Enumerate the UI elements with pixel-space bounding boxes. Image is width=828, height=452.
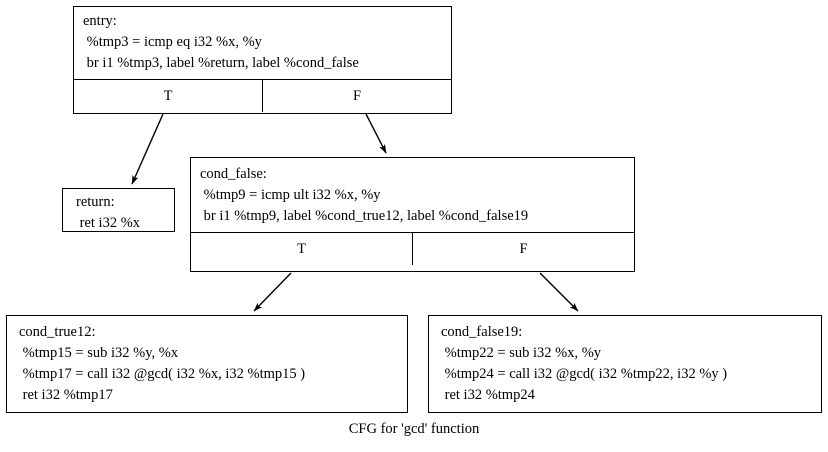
node-entry-line-1: %tmp3 = icmp eq i32 %x, %y <box>83 34 262 50</box>
node-cond-false-line-1: %tmp9 = icmp ult i32 %x, %y <box>200 187 381 203</box>
node-cond-false-branch-true[interactable]: T <box>191 233 413 265</box>
node-cond-true12[interactable]: cond_true12: %tmp15 = sub i32 %y, %x %tm… <box>6 315 408 413</box>
node-return[interactable]: return: ret i32 %x <box>62 188 175 232</box>
node-cond-false19-line-0: cond_false19: <box>441 324 523 340</box>
node-cond-false19[interactable]: cond_false19: %tmp22 = sub i32 %x, %y %t… <box>428 315 822 413</box>
node-cond-true12-line-1: %tmp15 = sub i32 %y, %x <box>19 345 179 361</box>
node-cond-false-line-0: cond_false: <box>200 166 267 182</box>
node-cond-false-branch-false[interactable]: F <box>519 240 528 257</box>
node-cond-false19-line-2: %tmp24 = call i32 @gcd( i32 %tmp22, i32 … <box>441 366 728 382</box>
node-cond-true12-body: cond_true12: %tmp15 = sub i32 %y, %x %tm… <box>7 316 407 411</box>
node-cond-false19-line-1: %tmp22 = sub i32 %x, %y <box>441 345 602 361</box>
node-entry-branch-true[interactable]: T <box>74 80 263 112</box>
node-entry-body: entry: %tmp3 = icmp eq i32 %x, %y br i1 … <box>74 7 451 79</box>
node-cond-true12-line-2: %tmp17 = call i32 @gcd( i32 %x, i32 %tmp… <box>19 366 306 382</box>
edge-cond-false-true-to-cond-true12 <box>253 272 292 312</box>
node-entry-line-2: br i1 %tmp3, label %return, label %cond_… <box>83 55 359 71</box>
node-return-line-1: ret i32 %x <box>76 215 141 231</box>
diagram-caption: CFG for 'gcd' function <box>348 421 480 437</box>
node-cond-true12-line-3: ret i32 %tmp17 <box>19 387 113 403</box>
edge-entry-true-to-return <box>131 113 164 185</box>
node-return-body: return: ret i32 %x <box>63 189 174 239</box>
node-cond-false19-body: cond_false19: %tmp22 = sub i32 %x, %y %t… <box>429 316 821 411</box>
node-return-line-0: return: <box>76 194 115 210</box>
edge-entry-false-to-cond-false <box>365 113 387 154</box>
node-cond-false19-line-3: ret i32 %tmp24 <box>441 387 535 403</box>
node-cond-false[interactable]: cond_false: %tmp9 = icmp ult i32 %x, %y … <box>190 157 635 272</box>
node-entry-branch-false[interactable]: F <box>352 87 362 104</box>
node-cond-false-branch-row: T F <box>191 232 634 265</box>
node-entry-branch-row: T F <box>74 79 451 112</box>
node-entry-line-0: entry: <box>83 13 117 29</box>
node-cond-false-body: cond_false: %tmp9 = icmp ult i32 %x, %y … <box>191 158 634 232</box>
edge-cond-false-false-to-cond-false19 <box>539 272 579 312</box>
node-cond-true12-line-0: cond_true12: <box>19 324 96 340</box>
node-cond-false-line-2: br i1 %tmp9, label %cond_true12, label %… <box>200 208 529 224</box>
node-entry[interactable]: entry: %tmp3 = icmp eq i32 %x, %y br i1 … <box>73 6 452 114</box>
